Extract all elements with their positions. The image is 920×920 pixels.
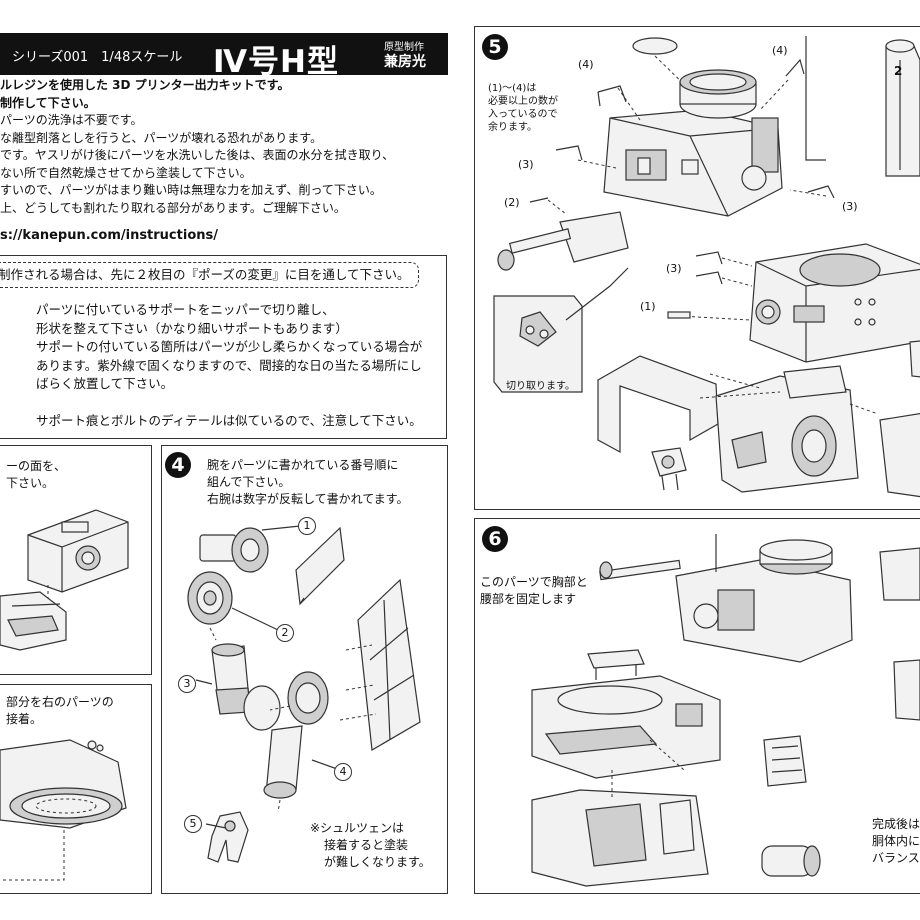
part-label: (3) <box>666 262 682 275</box>
spare-note-line: 入っているので <box>488 109 558 120</box>
step-text: ーの面を、 下さい。 <box>6 458 66 492</box>
intro-text: ルレジンを使用した 3D プリンター出力キットです。 制作して下さい。 パーツの… <box>0 77 448 217</box>
step6-right-line: バランス <box>872 851 920 865</box>
support-notes: パーツに付いているサポートをニッパーで切り離し、 形状を整えて下さい（かなり細い… <box>36 301 422 431</box>
part-label: (3) <box>518 158 534 171</box>
schurzen-line: が難しくなります。 <box>324 855 431 869</box>
intro-line: 制作して下さい。 <box>0 95 96 110</box>
intro-line: パーツの洗浄は不要です。 <box>0 113 143 127</box>
part-label: 2 <box>276 624 294 642</box>
step-line: ーの面を、 <box>6 459 67 473</box>
author-name: 兼房光 <box>384 54 426 70</box>
intro-line: ない所で自然乾燥させてから塗装して下さい。 <box>0 165 252 180</box>
step6-line: このパーツで胸部と <box>480 575 588 589</box>
instructions-url[interactable]: s://kanepun.com/instructions/ <box>0 228 218 243</box>
step-text: 部分を右のパーツの 接着。 <box>6 694 114 728</box>
step4-text: 腕をパーツに書かれている番号順に 組んで下さい。 右腕は数字が反転して書かれてま… <box>207 457 408 508</box>
step6-badge: 6 <box>482 526 508 552</box>
step4-line: 組んで下さい。 <box>207 475 291 489</box>
model-title: Ⅳ号H型 <box>213 44 340 80</box>
header-bar: シリーズ001 1/48スケール Ⅳ号H型 原型制作 兼房光 <box>0 33 448 80</box>
intro-line: すいので、パーツがはまり難い時は無理な力を加えず、削って下さい。 <box>0 183 382 197</box>
step-line: 部分を右のパーツの <box>6 695 114 709</box>
support-note-box <box>0 255 447 439</box>
step6-text: このパーツで胸部と 腰部を固定します <box>480 574 588 608</box>
support-note-line: パーツに付いているサポートをニッパーで切り離し、 <box>36 302 335 317</box>
intro-line: ルレジンを使用した 3D プリンター出力キットです。 <box>0 78 290 92</box>
intro-line: な離型剤落としを行うと、パーツが壊れる恐れがあります。 <box>0 130 323 145</box>
cut-label: 切り取ります。 <box>506 381 575 392</box>
spare-note-line: 余ります。 <box>488 122 537 133</box>
part-label: 1 <box>298 517 316 535</box>
part-label: 4 <box>334 763 352 781</box>
step-line: 下さい。 <box>6 476 55 490</box>
spare-note-line: (1)〜(4)は <box>488 83 537 94</box>
step4-line: 右腕は数字が反転して書かれてます。 <box>207 492 409 506</box>
step5-badge: 5 <box>482 34 508 60</box>
support-note-line: ばらく放置して下さい。 <box>36 376 174 391</box>
step4-badge: 4 <box>165 452 191 478</box>
part-label: (3) <box>842 200 858 213</box>
part-label: 5 <box>184 815 202 833</box>
schurzen-note: ※シュルツェンは 接着すると塗装 が難しくなります。 <box>310 820 431 871</box>
step6-line: 腰部を固定します <box>480 592 577 606</box>
part-label: (4) <box>578 58 594 71</box>
spare-parts-note: (1)〜(4)は 必要以上の数が 入っているので 余ります。 <box>488 82 558 134</box>
spare-note-line: 必要以上の数が <box>488 96 558 107</box>
series-label: シリーズ001 1/48スケール <box>12 50 183 65</box>
support-note-line: あります。紫外線で固くなりますので、間接的な日の当たる場所にし <box>36 357 422 373</box>
pose-notice: 制作される場合は、先に２枚目の『ポーズの変更』に目を通して下さい。 <box>0 262 419 288</box>
support-note-line: サポートの付いている箇所はパーツが少し柔らかくなっている場合が <box>36 339 423 354</box>
step-line: 接着。 <box>6 712 43 726</box>
support-note-line: サポート痕とボルトのディテールは似ているので、注意して下さい。 <box>36 413 422 428</box>
maker-label: 原型制作 <box>384 42 424 53</box>
intro-line: 上、どうしても割れたり取れる部分があります。ご理解下さい。 <box>0 200 346 215</box>
part-label: (4) <box>772 44 788 57</box>
stand-number: 2 <box>894 64 903 78</box>
intro-line: です。ヤスリがけ後にパーツを水洗いした後は、表面の水分を拭き取り、 <box>0 148 395 162</box>
support-note-line: 形状を整えて下さい（かなり細いサポートもあります） <box>36 320 348 336</box>
part-label: 3 <box>178 675 196 693</box>
schurzen-line: ※シュルツェンは <box>310 821 405 835</box>
schurzen-line: 接着すると塗装 <box>324 838 409 852</box>
part-label: (1) <box>640 300 656 313</box>
part-label: (2) <box>504 196 520 209</box>
step6-right-line: 完成後は <box>872 817 920 831</box>
step4-line: 腕をパーツに書かれている番号順に <box>207 458 399 472</box>
step6-right-text: 完成後は 胴体内に バランス <box>872 816 920 867</box>
step6-right-line: 胴体内に <box>872 834 920 848</box>
